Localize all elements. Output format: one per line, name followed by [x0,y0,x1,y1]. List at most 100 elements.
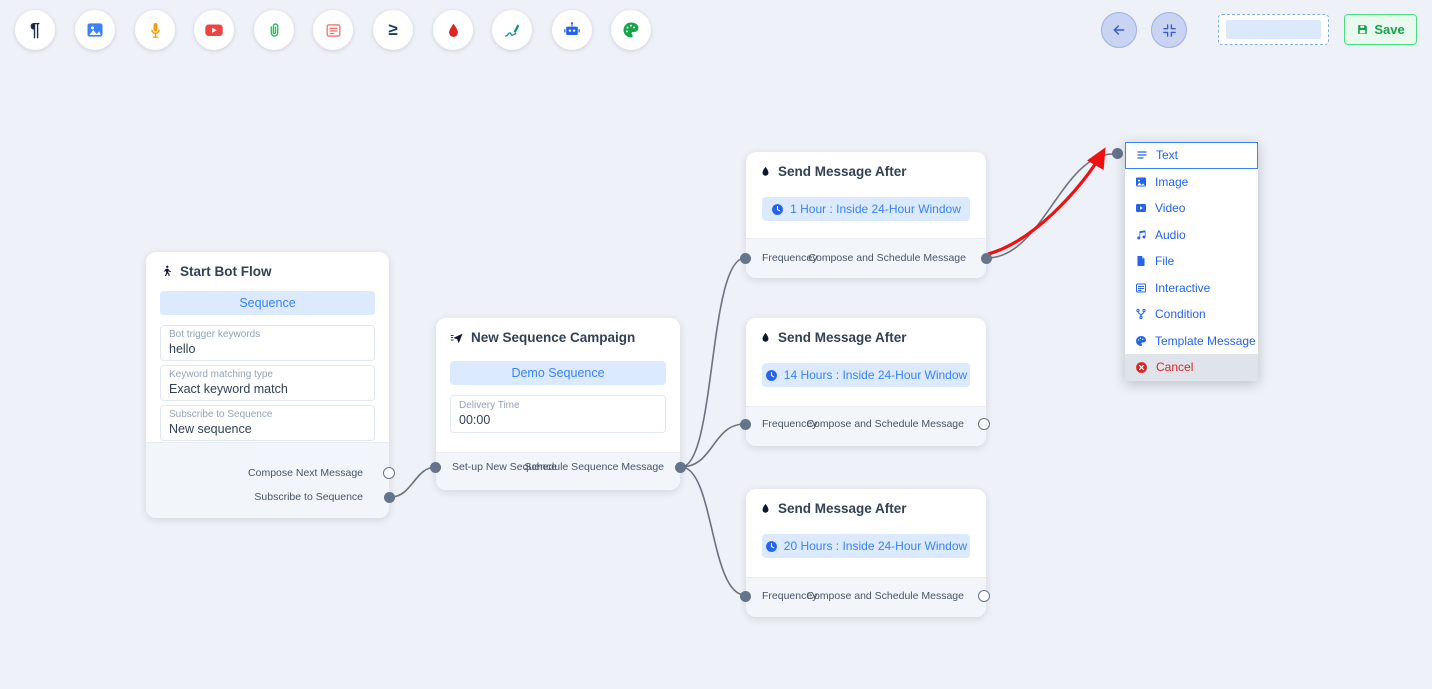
node-footer [436,452,680,490]
subscribe-sequence-field[interactable]: Subscribe to Sequence New sequence [160,405,375,441]
node-title: Start Bot Flow [180,264,272,279]
toolbar-video-button[interactable] [194,10,234,50]
output-handle-compose-schedule-message[interactable] [981,252,992,264]
port-label-compose-schedule-message: Compose and Schedule Message [806,418,964,430]
schedule-chip[interactable]: 1 Hour : Inside 24-Hour Window [762,197,970,221]
schedule-chip[interactable]: 20 Hours : Inside 24-Hour Window [762,534,970,558]
demo-sequence-button[interactable]: Demo Sequence [450,361,666,385]
field-label: Subscribe to Sequence [169,409,273,420]
edge-campaign-to-sma1 [680,257,746,468]
node-title: Send Message After [778,164,907,179]
image-icon [85,20,105,40]
back-button[interactable] [1101,12,1137,48]
clock-icon [771,203,784,216]
menu-item-template-message[interactable]: Template Message [1125,327,1258,354]
menu-item-label: Cancel [1156,360,1194,375]
node-title: New Sequence Campaign [471,330,636,345]
condition-icon: ≥ [388,20,398,39]
input-handle-frequencey[interactable] [740,252,751,264]
bot-trigger-keywords-field[interactable]: Bot trigger keywords hello [160,325,375,361]
toolbar-signature-button[interactable] [492,10,532,50]
fit-view-button[interactable] [1151,12,1187,48]
delivery-time-field[interactable]: Delivery Time 00:00 [450,395,666,433]
port-label-schedule-sequence-message: Schedule Sequence Message [524,461,664,473]
output-handle-compose-schedule-message[interactable] [978,418,990,430]
toolbar-image-button[interactable] [75,10,115,50]
menu-target-handle[interactable] [1112,148,1123,159]
output-handle-schedule-sequence-message[interactable] [675,461,686,473]
output-handle-subscribe-to-sequence[interactable] [384,491,395,503]
node-start-bot-flow[interactable]: Start Bot Flow Sequence Bot trigger keyw… [146,252,395,518]
schedule-chip-label: 20 Hours : Inside 24-Hour Window [783,539,968,553]
toolbar-file-button[interactable] [254,10,294,50]
toolbar-drip-button[interactable] [433,10,473,50]
menu-item-label: Text [1156,148,1179,163]
output-handle-compose-schedule-message[interactable] [978,590,990,602]
node-send-message-after-3[interactable]: Send Message After 20 Hours : Inside 24-… [740,489,990,617]
node-footer [746,577,986,617]
menu-item-interactive[interactable]: Interactive [1125,274,1258,301]
chatbot-icon [562,20,582,40]
toolbar-interactive-button[interactable] [313,10,353,50]
edge-start-to-campaign [390,466,437,498]
cancel-icon [1135,361,1148,374]
menu-item-image[interactable]: Image [1125,168,1258,195]
keyword-matching-type-field[interactable]: Keyword matching type Exact keyword matc… [160,365,375,401]
menu-item-condition[interactable]: Condition [1125,301,1258,328]
menu-item-label: Condition [1155,307,1206,322]
output-handle-compose-next-message[interactable] [383,467,395,479]
template-message-icon [1135,335,1147,347]
save-button-label: Save [1374,22,1405,37]
menu-item-label: Image [1155,174,1189,189]
paragraph-icon: ¶ [29,19,40,40]
drip-icon [760,502,771,515]
node-send-message-after-2[interactable]: Send Message After 14 Hours : Inside 24-… [740,318,990,446]
flow-name-selection [1226,20,1321,39]
toolbar-audio-button[interactable] [135,10,175,50]
drip-icon [445,22,462,39]
port-label-setup-new-sequence: Set-up New Sequence [452,461,558,473]
flow-name-input[interactable] [1218,14,1329,45]
port-label-compose-schedule-message: Compose and Schedule Message [806,590,964,602]
port-label-subscribe-to-sequence: Subscribe to Sequence [254,491,363,503]
message-type-context-menu: Text Image Video Audio File [1125,142,1258,381]
attachment-icon [265,21,284,40]
back-arrow-icon [1111,22,1127,38]
menu-item-label: Audio [1155,227,1186,242]
field-label: Delivery Time [459,400,520,411]
menu-item-file[interactable]: File [1125,248,1258,275]
menu-item-label: Template Message [1155,333,1256,348]
save-button[interactable]: Save [1344,14,1417,45]
node-send-message-after-1[interactable]: Send Message After 1 Hour : Inside 24-Ho… [740,152,992,278]
input-handle-setup-new-sequence[interactable] [430,461,441,473]
image-icon [1135,176,1147,188]
toolbar-chatbot-button[interactable] [552,10,592,50]
menu-item-cancel[interactable]: Cancel [1125,354,1258,381]
schedule-chip-label: 14 Hours : Inside 24-Hour Window [783,368,968,382]
menu-item-audio[interactable]: Audio [1125,221,1258,248]
schedule-chip[interactable]: 14 Hours : Inside 24-Hour Window [762,363,970,387]
menu-item-video[interactable]: Video [1125,195,1258,222]
toolbar-template-button[interactable] [611,10,651,50]
menu-item-text[interactable]: Text [1125,142,1258,169]
compress-icon [1162,23,1177,38]
port-label-frequencey: Frequencey [762,252,818,264]
node-new-sequence-campaign[interactable]: New Sequence Campaign Demo Sequence Deli… [430,318,686,490]
port-label-frequencey: Frequencey [762,418,818,430]
file-icon [1135,255,1147,267]
microphone-icon [146,21,165,40]
port-label-compose-next-message: Compose Next Message [248,467,363,479]
drip-icon [760,331,771,344]
template-palette-icon [621,20,641,40]
menu-item-label: File [1155,254,1175,269]
input-handle-frequencey[interactable] [740,590,751,602]
toolbar-paragraph-button[interactable]: ¶ [15,10,55,50]
toolbar-condition-button[interactable]: ≥ [373,10,413,50]
input-handle-frequencey[interactable] [740,418,751,430]
sequence-select-button[interactable]: Sequence [160,291,375,315]
menu-item-label: Interactive [1155,280,1211,295]
field-value: hello [169,342,196,356]
field-value: 00:00 [459,413,491,427]
port-label-frequencey: Frequencey [762,590,818,602]
field-label: Keyword matching type [169,369,273,380]
